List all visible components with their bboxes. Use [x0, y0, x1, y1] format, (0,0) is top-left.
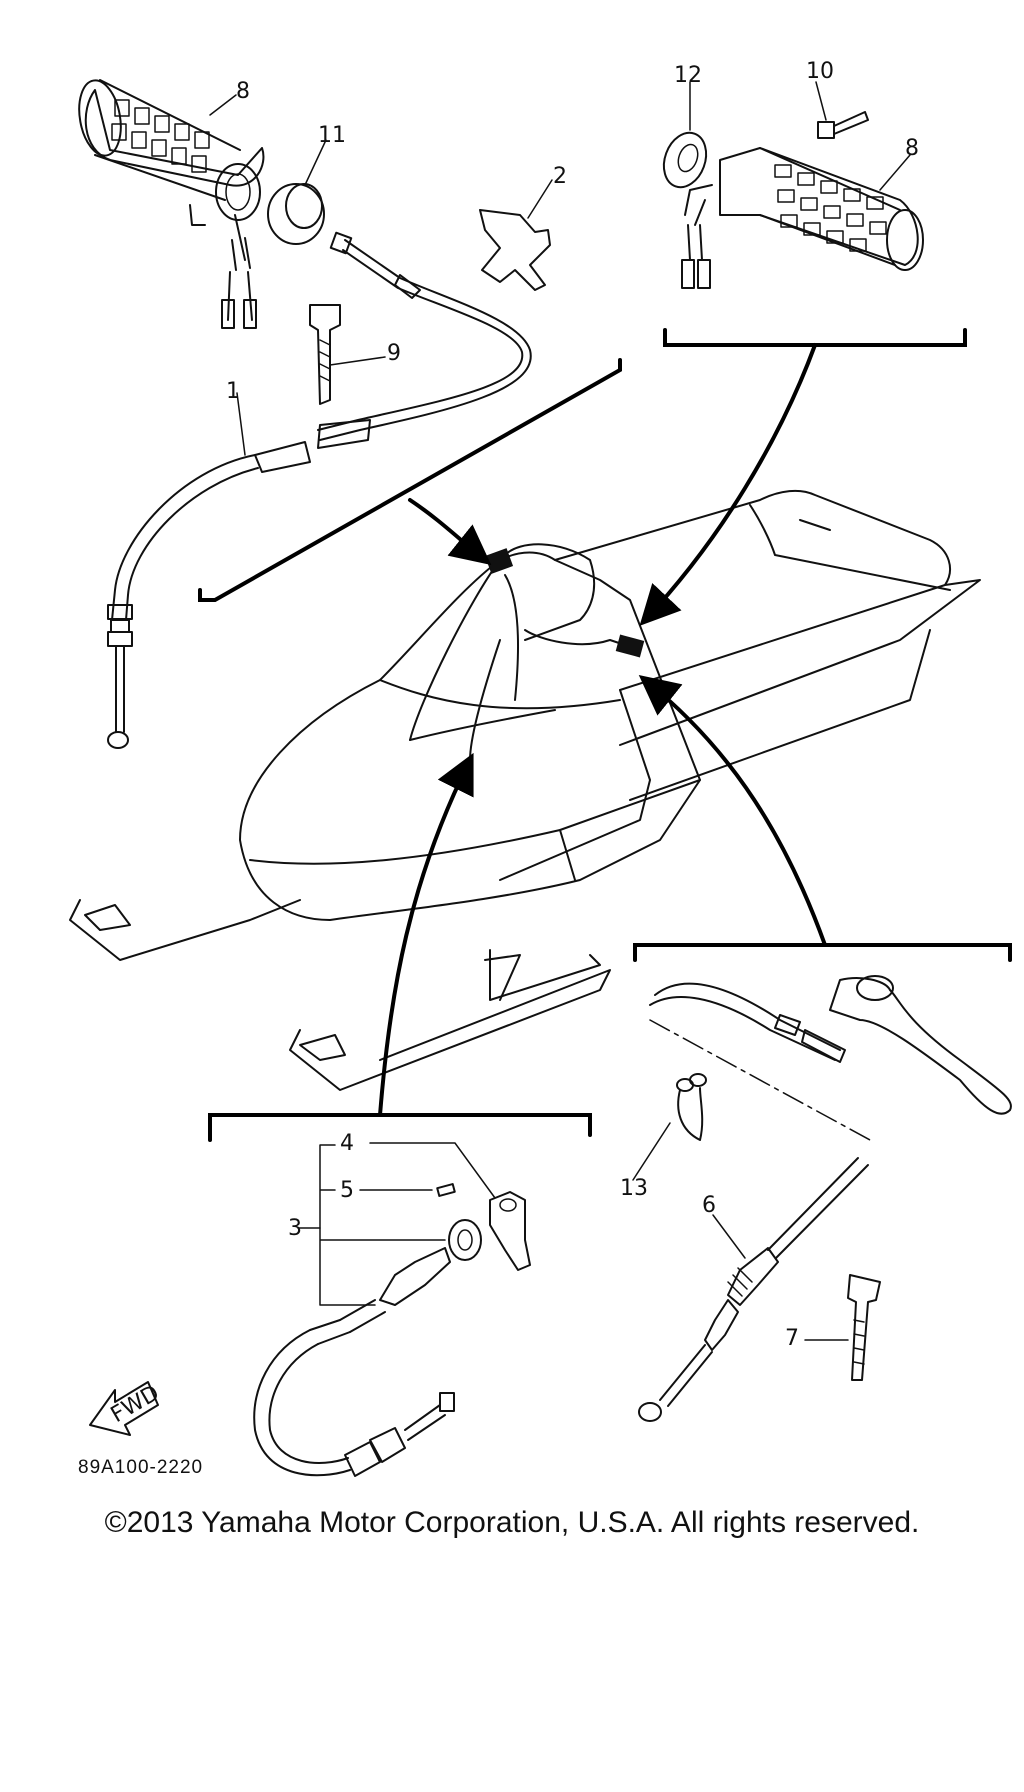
- brake-cable-part-6: [638, 1157, 869, 1422]
- right-grip-part: [681, 147, 924, 289]
- starter-assembly-part-3: [253, 1142, 531, 1477]
- arrow-starter-cable: [378, 752, 474, 1117]
- clip-part-13: [676, 1073, 707, 1141]
- callout-1: 1: [226, 379, 240, 404]
- fwd-label: FWD: [107, 1381, 164, 1428]
- band-part-9: [309, 304, 341, 405]
- clip-part-2: [479, 209, 551, 291]
- callout-9: 9: [387, 341, 401, 366]
- callout-2: 2: [553, 164, 567, 189]
- callout-12: 12: [674, 63, 702, 88]
- callout-8-right: 8: [905, 136, 919, 161]
- callout-5: 5: [340, 1178, 354, 1203]
- band-part-7: [847, 1274, 881, 1381]
- brake-lever-part: [649, 975, 1012, 1141]
- fwd-arrow-icon: FWD: [89, 1381, 164, 1436]
- throttle-cable-part-1: [107, 231, 532, 749]
- copyright-notice: ©2013 Yamaha Motor Corporation, U.S.A. A…: [104, 1506, 920, 1539]
- left-grip-part: [78, 79, 265, 329]
- callout-13: 13: [620, 1176, 648, 1201]
- callout-6: 6: [702, 1193, 716, 1218]
- arrow-right-grip: [639, 343, 817, 626]
- callout-4: 4: [340, 1131, 354, 1156]
- drawing-code: 89A100-2220: [78, 1457, 203, 1478]
- ring-part-11: [267, 183, 325, 245]
- snowmobile-body: [69, 489, 981, 1091]
- callout-7: 7: [785, 1326, 799, 1351]
- arrow-left-grip: [408, 498, 492, 565]
- screw-part-10: [817, 111, 869, 139]
- callout-8-left: 8: [236, 79, 250, 104]
- washer-part-12: [662, 131, 708, 189]
- arrow-brake-lever: [638, 675, 827, 947]
- starter-bracket: [208, 1113, 592, 1142]
- callout-leaders: [209, 81, 911, 1341]
- callout-3: 3: [288, 1216, 302, 1241]
- callout-10: 10: [806, 59, 834, 84]
- brake-bracket: [633, 943, 1012, 962]
- left-top-bracket: [198, 358, 622, 602]
- callout-11: 11: [318, 123, 346, 148]
- right-top-bracket: [663, 328, 967, 347]
